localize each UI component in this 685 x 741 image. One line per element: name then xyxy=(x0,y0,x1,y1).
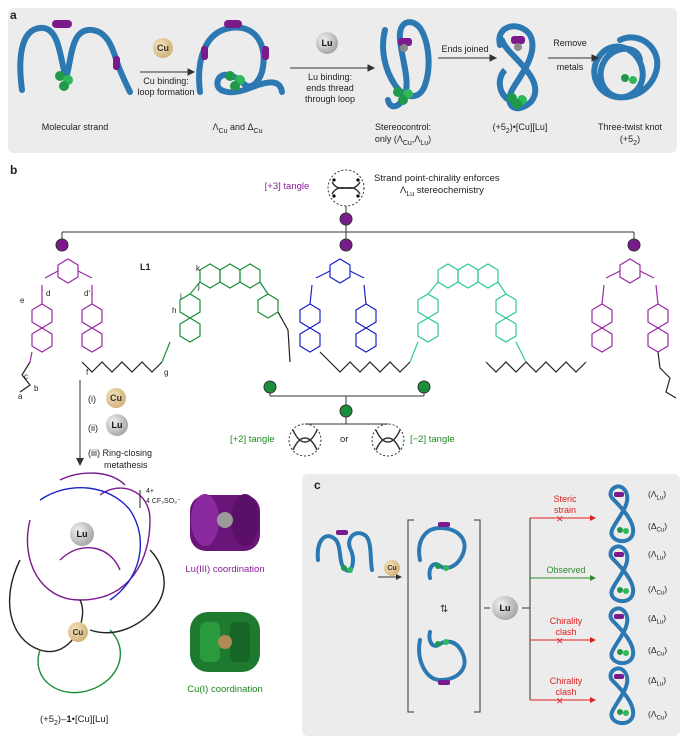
cu-loop-isomer-1 xyxy=(417,522,467,580)
outcome4-lu-stereo: (ΔLu) xyxy=(648,675,667,688)
lu-panel-c-icon: Lu xyxy=(492,596,518,620)
atom-label-g: g xyxy=(164,368,169,377)
cu-loop-isomer-2 xyxy=(417,630,467,685)
plus2-tangle-icon xyxy=(288,423,322,457)
plus3-tangle-label: [+3] tangle xyxy=(264,181,310,192)
ligand-name: L1 xyxy=(140,262,151,272)
minus2-tangle-label: [−2] tangle xyxy=(410,434,455,445)
product-label: (+52)–1•[Cu][Lu] xyxy=(40,714,109,727)
lu-coordination-model xyxy=(190,494,260,551)
strand-chirality-note-2: ΛLu stereochemistry xyxy=(400,185,484,198)
step1-label: (i) xyxy=(88,394,96,404)
atom-label-d: d xyxy=(46,289,51,298)
panel-a-label: a xyxy=(10,8,17,22)
or-label: or xyxy=(340,434,349,445)
atom-label-e: e xyxy=(20,296,25,305)
arrow2-line1: Lu binding: xyxy=(307,72,353,82)
atom-label-k: k xyxy=(196,264,200,273)
panel-c-label: c xyxy=(314,478,321,492)
molecular-strand-model xyxy=(17,20,133,95)
outcome3-line1: Chirality xyxy=(549,616,583,626)
cu-ion-icon: Cu xyxy=(153,38,173,58)
arrow2-line2: ends thread xyxy=(306,83,354,93)
caption-stereocontrol-2: only (ΛCu,ΛLu) xyxy=(374,134,432,147)
atom-label-a: a xyxy=(18,392,23,401)
caption-cu-isomers: ΛCu and ΔCu xyxy=(212,122,263,135)
atom-label-b: b xyxy=(34,384,39,393)
counterion-label: 4 CF₃SO₃⁻ xyxy=(146,498,181,505)
atom-label-h: h xyxy=(172,306,177,315)
arrow1-line2: loop formation xyxy=(137,87,195,97)
outcome4-cu-stereo: (ΛCu) xyxy=(648,709,668,722)
outcome1-lu-stereo: (ΛLu) xyxy=(648,489,667,502)
atom-label-i: i xyxy=(180,292,182,301)
atom-label-d-prime: d' xyxy=(84,289,90,298)
atom-label-c: c xyxy=(24,372,28,381)
cu-coordination-model xyxy=(190,612,260,672)
knot-product-4 xyxy=(608,666,636,726)
lu-center-icon: Lu xyxy=(70,522,94,546)
lu-ion-icon: Lu xyxy=(316,32,338,54)
outcome1-line2: strain xyxy=(553,505,576,515)
open-strand-model xyxy=(315,530,374,573)
outcome3-line2: clash xyxy=(555,627,577,637)
knot-product-2 xyxy=(608,544,636,604)
caption-metallated-knot: (+52)•[Cu][Lu] xyxy=(492,122,548,135)
cu-panel-c-icon: Cu xyxy=(384,560,400,576)
arrow4-line2: metals xyxy=(556,62,584,72)
strand-chirality-note: Strand point-chirality enforces xyxy=(374,173,500,184)
ligand-structure xyxy=(19,258,677,399)
svg-text:✕: ✕ xyxy=(556,637,564,647)
panel-b-label: b xyxy=(10,163,18,177)
outcome3-lu-stereo: (ΔLu) xyxy=(648,613,667,626)
svg-text:✕: ✕ xyxy=(556,697,564,707)
lu-coordination-label: Lu(III) coordination xyxy=(185,564,265,575)
trefoil-knot-model xyxy=(591,34,661,101)
caption-stereocontrol: Stereocontrol: xyxy=(374,122,432,132)
step3-label-2: metathesis xyxy=(104,460,148,470)
charge-label: 4+ xyxy=(146,488,154,495)
arrow3-line1: Ends joined xyxy=(441,44,489,54)
cu-loop-model xyxy=(196,20,285,96)
cu-reagent-icon: Cu xyxy=(106,388,126,408)
metallated-knot-model xyxy=(496,23,539,112)
caption-three-twist-knot: Three-twist knot xyxy=(597,122,663,132)
lu-reagent-icon: Lu xyxy=(106,414,128,436)
outcome3-cu-stereo: (ΔCu) xyxy=(648,645,668,658)
caption-knot-type: (+52) xyxy=(619,134,641,147)
arrow1-line1: Cu binding: xyxy=(143,76,189,86)
step2-label: (ii) xyxy=(88,423,98,433)
cu-center-icon: Cu xyxy=(68,622,88,642)
knot-product-1 xyxy=(608,484,636,544)
outcome2-line1: Observed xyxy=(546,565,586,575)
outcome4-line1: Chirality xyxy=(549,676,583,686)
outcome2-cu-stereo: (ΛCu) xyxy=(648,584,668,597)
arrow2-line3: through loop xyxy=(304,94,356,104)
atom-label-j: j xyxy=(198,282,200,291)
knot-product-3 xyxy=(608,606,636,666)
caption-molecular-strand: Molecular strand xyxy=(41,122,109,132)
svg-text:⇅: ⇅ xyxy=(440,604,448,615)
outcome1-cu-stereo: (ΔCu) xyxy=(648,521,668,534)
atom-label-f: f xyxy=(86,368,89,377)
minus2-tangle-icon xyxy=(371,423,405,457)
outcome4-line2: clash xyxy=(555,687,577,697)
svg-text:✕: ✕ xyxy=(556,515,564,525)
lu-threaded-model xyxy=(380,19,432,110)
panel-a xyxy=(8,8,677,153)
plus2-tangle-label: [+2] tangle xyxy=(230,434,275,445)
cu-coordination-label: Cu(I) coordination xyxy=(187,684,263,695)
step3-label: (iii) Ring-closing xyxy=(88,448,153,458)
arrow4-line1: Remove xyxy=(553,38,587,48)
outcome1-line1: Steric xyxy=(553,494,577,504)
outcome2-lu-stereo: (ΛLu) xyxy=(648,549,667,562)
